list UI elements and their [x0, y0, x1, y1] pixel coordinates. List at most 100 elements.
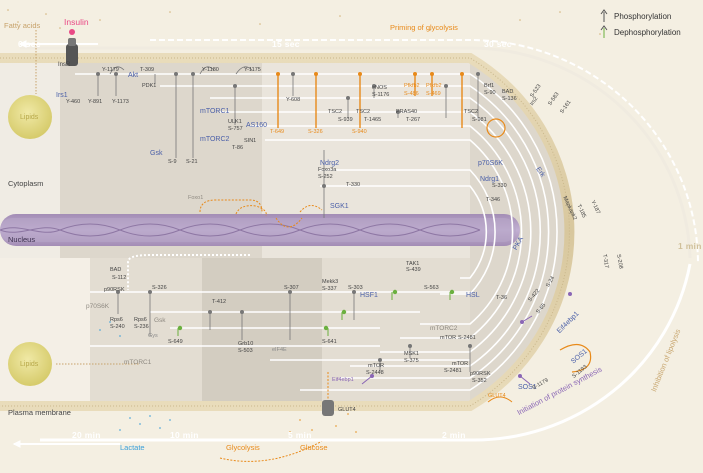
eif4e-label: eIF4E	[272, 347, 287, 353]
insr-label: InsR	[58, 62, 71, 68]
mtorc2-low-label: mTORC2	[430, 325, 458, 332]
p70s6k-right-label: p70S6K	[478, 160, 503, 167]
site-insr-1: Y-1180	[202, 67, 219, 73]
insulin-label: Insulin	[64, 17, 89, 27]
site-tak1: S-439	[406, 267, 421, 273]
nucleus-label: Nucleus	[8, 235, 36, 244]
site-ulk1: S-757	[228, 126, 243, 132]
site-grb10: S-503	[238, 348, 253, 354]
ndrg1-label: Ndrg1	[480, 176, 500, 183]
site-bad: S-136	[502, 96, 517, 102]
site-t412: T-412	[212, 299, 227, 305]
glucose-label: Glucose	[300, 443, 328, 452]
mekk3-label: Mekk3	[322, 279, 339, 285]
mtorc1-low-label: mTORC1	[124, 359, 152, 366]
mtorc2-label: mTORC2	[200, 136, 230, 143]
site-s307: S-307	[284, 285, 299, 291]
site-irs1-0: Y-460	[66, 99, 81, 105]
gsk-low-label: Gsk	[154, 317, 166, 324]
fatty-acids-label: Fatty acids	[4, 21, 41, 30]
plasma-membrane-label: Plasma membrane	[8, 408, 71, 417]
sin1-label: SIN1	[244, 138, 257, 144]
p90rsk-label: p90RSK	[104, 287, 125, 293]
site-p90rsk: S-326	[152, 285, 167, 291]
enos-label: eNOS	[372, 85, 387, 91]
site-hsf1b: S-641	[322, 339, 337, 345]
irs1-label: Irs1	[56, 92, 68, 99]
tsc2b-label: TSC2	[356, 109, 371, 115]
grb10-label: Grb10	[238, 341, 254, 347]
foxo1-label: Foxo1	[188, 195, 204, 201]
bad-mid-label: BAD	[110, 267, 122, 273]
as160-label: AS160	[246, 122, 268, 129]
site-pfkfb-1: S-469	[426, 91, 441, 97]
time-2-min: 2 min	[442, 430, 466, 440]
ndrg2-label: Ndrg2	[320, 160, 340, 167]
insulin-receptor-icon	[66, 29, 78, 66]
pdk1-label: PDK1	[142, 83, 157, 89]
site-gsk-0: S-9	[168, 159, 177, 165]
phase-priming: Priming of glycolysis	[390, 23, 458, 32]
glut4-right-label: GLUT4	[488, 393, 506, 399]
site-ndrg1b: T-346	[486, 197, 501, 203]
p90rsk-low-label: p90RSK	[470, 371, 491, 377]
gys-label: Gys	[148, 333, 158, 339]
site-enos: S-1176	[372, 92, 390, 98]
time-15-sec: 15 sec	[272, 39, 300, 49]
sgk1-label: SGK1	[330, 203, 349, 210]
site-irs1-1: Y-891	[88, 99, 103, 105]
ulk1-label: ULK1	[228, 119, 242, 125]
site-mekk3: S-337	[322, 286, 337, 292]
tsc2c-label: TSC2	[464, 109, 479, 115]
site-tsc2b: T-1465	[364, 117, 382, 123]
mtor-a-label: mTOR	[368, 363, 385, 369]
hsf1-label: HSF1	[360, 292, 378, 299]
site-gsk-1: S-21	[186, 159, 198, 165]
site-bad-mid: S-112	[112, 275, 127, 281]
cytoplasm-label: Cytoplasm	[8, 179, 44, 188]
site-gys: S-649	[168, 339, 183, 345]
glut4-label: GLUT4	[338, 407, 356, 413]
site-mapkapk2-0: T-317	[601, 253, 610, 269]
site-mtor-c: S-2481	[444, 368, 462, 374]
bad-top-label: BAD	[502, 89, 514, 95]
site-foxo3a: S-252	[318, 174, 333, 180]
site-tsc2a: S-940	[352, 129, 367, 135]
dephosphorylation-legend-icon	[600, 25, 608, 38]
eif4ebp1-label: Eif4ebp1	[332, 377, 354, 383]
time-30-sec: 30 sec	[484, 39, 512, 49]
tak1-label: TAK1	[406, 261, 420, 267]
site-as160: T-649	[270, 129, 285, 135]
mtor-c-label: mTOR	[452, 361, 469, 367]
rps6a-label: Rps6	[110, 317, 123, 323]
site-akt: T-309	[140, 67, 155, 73]
time-20-min: 20 min	[72, 430, 101, 440]
site-akt-ser: Y-608	[286, 97, 301, 103]
tsc2a-label: TSC2	[328, 109, 343, 115]
site-sin1: T-86	[232, 145, 244, 151]
hsl-label: HSL	[466, 292, 480, 299]
mtorc1-label: mTORC1	[200, 108, 230, 115]
phase-glycolysis: Glycolysis	[226, 443, 260, 452]
time-1-min: 1 min	[678, 241, 702, 251]
site-msk1: S-375	[404, 358, 419, 364]
lipids-bottom-label: Lipids	[20, 361, 39, 368]
legend-phosphorylation: Phosphorylation	[614, 12, 672, 21]
pfkfb2b-label: Pfkfb2	[426, 83, 442, 89]
time-0-sec: 0 sec	[18, 39, 41, 49]
site-pfkfb-0: S-486	[404, 91, 419, 97]
foxo3a-label: Foxo3a	[318, 167, 337, 173]
site-hsl: S-563	[424, 285, 439, 291]
legend-dephosphorylation: Dephosphorylation	[614, 28, 681, 37]
site-insr-2: Y-1175	[244, 67, 261, 73]
site-insr-0: Y-1179	[102, 67, 119, 73]
rps6b-label: Rps6	[134, 317, 147, 323]
akt-label: Akt	[128, 72, 139, 79]
msk1-label: MSK1	[404, 351, 419, 357]
site-pras40: T-267	[406, 117, 421, 123]
p70s6k-left-label: p70S6K	[86, 303, 110, 310]
site-rps6-0: S-240	[110, 324, 125, 330]
glut4-icon	[322, 400, 334, 416]
site-mapkapk2-1: S-208	[615, 253, 624, 270]
